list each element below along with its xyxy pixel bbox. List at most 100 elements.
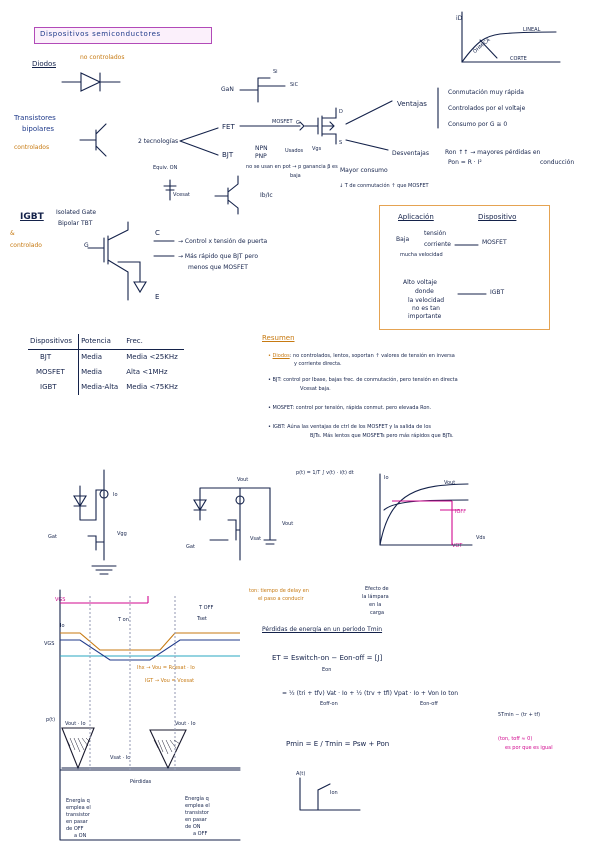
switching-triangle-off [149,729,187,770]
resumen-item-3: • MOSFET: control por tensión, rápida co… [268,405,432,411]
circuit1-gat: Gat [48,534,57,540]
mosfet-arrows [345,100,393,151]
ton-note-1: ton: tiempo de delay en [249,588,309,594]
igbt-desc-1: Isolated Gate [56,209,97,216]
perdidas-eq4: Pmin = E / Tmin = Psw + Pon [286,740,390,748]
perdidas-cond: (ton, toff ≈ 0) [498,736,533,742]
sw-vout-io-1: Vout · Io [65,721,86,727]
igbt-desc-2: Bipolar TBT [58,220,93,227]
gan-tree [239,77,286,103]
diodos-label: Diodos [32,60,56,68]
transistor-symbol [79,123,107,157]
energia-off-0: Energía q [185,796,209,802]
bjt-note-2: baja [290,173,301,179]
ventaja-2: Controlados por el voltaje [448,105,526,112]
sw-perdidas: Pérdidas [130,779,152,785]
energia-off-4: de ON [185,824,201,830]
waveform-vout-curve [379,483,469,546]
table-row: IGBT Media-Alta Media <75KHz [28,380,184,395]
energia-on-3: en pasar [66,819,88,825]
equiv-on-label: Equiv. ON [153,165,178,171]
apl-row2-a: Alto voltaje [403,279,437,286]
table-header-cell: Potencia [78,334,125,350]
circuit-1-source [99,489,109,499]
mosfet-s: S [339,140,343,146]
resumen-title: Resumen [262,334,295,342]
igbt-terminal-c: C [155,229,160,237]
table-cell: Media [81,368,103,376]
sw-vsat-io: Vsat · Io [110,755,131,761]
resumen-item-2: • BJT: control por Ibase, bajas frec. de… [268,377,458,383]
waveform-pink-markers [392,500,453,545]
switching-triangle-on [61,727,95,770]
mosfet-small-label: MOSFET [272,119,293,125]
circuit2-vout: Vout [237,477,249,483]
energia-on-1: emplea el [66,805,91,811]
small-graph [299,777,361,811]
transistores-label-2: bipolares [22,125,55,133]
energia-off-1: emplea el [185,803,210,809]
circuit2-vsat: Vsat [250,536,262,542]
npn-label: NPN [255,145,268,152]
energia-off-2: transistor [185,810,209,816]
efecto-note-1: Efecto de [365,586,389,592]
ventaja-1: Conmutación muy rápida [448,89,524,96]
sw-vgs-label: VGS [44,641,55,647]
igbt-label: IGBT [20,212,44,222]
circuit2-vout-side: Vout [282,521,294,527]
igbt-terminal-e: E [155,293,160,301]
page-title: Dispositivos semiconductores [40,30,161,38]
equiv-battery [163,179,177,201]
aplicacion-header: Aplicación [398,213,434,221]
tecnologias-text: 2 tecnologías [138,138,179,145]
circuit-2-source [235,495,245,505]
efecto-note-4: carga [370,610,385,616]
si-label: Si [273,69,278,75]
table-cell: Media <25KHz [126,353,178,361]
iv-ohmic-line [479,39,498,59]
resumen-item-4: • IGBT: Aúna las ventajas de ctrl de los… [268,424,431,430]
bjt-small-symbol [214,175,239,215]
apl-row1-a: Baja [396,236,410,243]
energia-on-2: transistor [66,812,90,818]
resumen-item-1b: y corriente directa. [294,361,342,367]
desventaja-line2: Pon = R · I² [448,159,482,166]
energia-off-5: a OFF [193,831,208,837]
ton-note-2: el paso a conducir [258,596,304,602]
table-header-cell: Frec. [124,334,184,350]
mayor-consumo: Mayor consumo [340,167,388,174]
title-box [34,27,212,44]
energia-on-5: a ON [74,833,87,839]
igbt-note: controlado [10,242,42,249]
diodos-note: no controlados [80,54,125,61]
wave-ion: IOFF [455,509,467,515]
circuit1-io: Io [113,492,118,498]
table-row: MOSFET Media Alta <1MHz [28,365,184,380]
small-graph-label: Ion [330,790,338,796]
sic-label: SiC [290,82,299,88]
sw-vout-io-2: Vout · Io [175,721,196,727]
energia-on-0: Energía q [66,798,90,804]
resumen-item-2b: Vcesat baja. [300,386,331,392]
switching-grid-dashed [89,596,176,770]
table-cell: MOSFET [28,365,80,380]
igbt-amp: & [10,230,15,237]
apl-row1-d: mucha velocidad [400,252,443,258]
iv-axes [461,11,561,63]
circuit-2 [193,487,271,561]
vcesat-label: Vcesat [173,192,190,198]
hatch-off [153,739,181,755]
switching-vgs-pink [60,596,149,604]
usados-label: Usados [285,148,304,154]
circuit1-vgg: Vgg [117,531,127,537]
sw-ann1: Ihx → Vou = Rcesat · Io [137,665,195,671]
energia-off-3: en pasar [185,817,207,823]
switching-io-orange [60,632,240,651]
iv-yaxis-label: iD [456,15,463,22]
sw-ann2: IGT → Vou = Vcesat [145,678,195,684]
tech-arrows [179,127,219,156]
bjt-label: BJT [222,151,234,159]
sw-tset-label: Tset [197,616,207,622]
table-cell: Media-Alta [81,383,119,391]
wave-io: Io [384,475,389,481]
